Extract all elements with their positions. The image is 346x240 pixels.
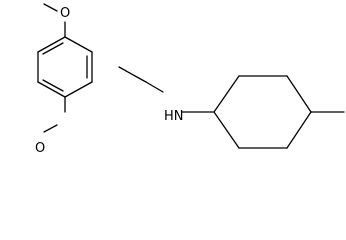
amine-nh-label: HN [164,109,184,124]
benzene-ring [37,36,93,98]
methoxy-bottom: O [35,96,66,155]
molecule-svg: O O HN [35,3,345,155]
structure-diagram: O O HN [35,3,345,155]
methoxy-bottom-o-label: O [35,141,45,155]
methoxy-top-o-label: O [60,6,70,21]
benzyl-linker: HN [118,66,215,124]
methoxy-top: O [43,3,70,38]
cyclohexane-ring [213,75,312,149]
